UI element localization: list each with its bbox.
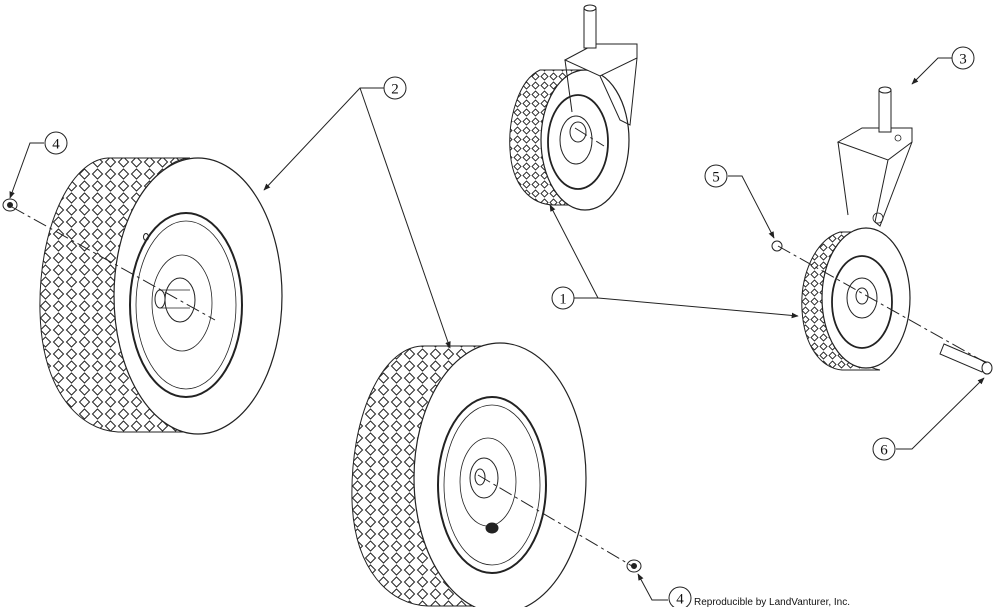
callout-4-left: 4 xyxy=(44,131,68,155)
callout-3-label: 3 xyxy=(959,52,967,68)
callout-5: 5 xyxy=(704,164,728,188)
callout-4-bottom-label: 4 xyxy=(676,592,684,607)
callout-4-left-label: 4 xyxy=(52,137,60,153)
callout-3: 3 xyxy=(951,46,975,70)
footer-credit: Reproducible by LandVanturer, Inc. xyxy=(694,597,850,607)
callout-6-label: 6 xyxy=(880,443,888,459)
caster-wheel-top xyxy=(509,4,638,211)
bolt-left xyxy=(2,198,18,212)
bolt-right xyxy=(626,559,642,573)
caster-wheel-right xyxy=(771,86,993,375)
callout-5-label: 5 xyxy=(712,170,720,186)
callout-2-label: 2 xyxy=(391,82,399,98)
callout-1-label: 1 xyxy=(559,292,567,308)
large-wheel-left xyxy=(39,157,283,435)
center-lines xyxy=(11,127,989,567)
callout-4-bottom: 4 xyxy=(668,586,692,607)
callout-2: 2 xyxy=(383,76,407,100)
callout-1: 1 xyxy=(551,286,575,310)
callout-6: 6 xyxy=(872,437,896,461)
large-wheel-center xyxy=(351,342,587,607)
leader-lines xyxy=(9,57,985,601)
